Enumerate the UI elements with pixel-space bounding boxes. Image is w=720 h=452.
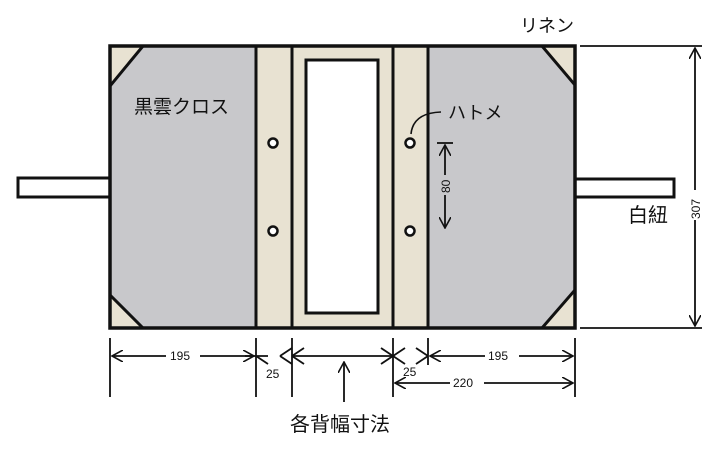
eyelet-icon	[404, 137, 416, 149]
tie-label: 白紐	[628, 203, 668, 227]
eyelet-icon	[267, 137, 279, 149]
dim-eyelet-spacing: 80	[439, 179, 453, 193]
linen-label: リネン	[520, 16, 574, 37]
dim-right-board: 195	[488, 349, 508, 363]
cover-outline	[108, 44, 577, 330]
eyelet-icon	[267, 225, 279, 237]
eyelet-label: ハトメ	[448, 103, 503, 124]
eyelet-leader	[410, 111, 442, 135]
dim-right-hinge: 25	[403, 365, 417, 379]
dim-left-board: 195	[170, 349, 190, 363]
dim-left-hinge: 25	[266, 367, 280, 381]
eyelet-icon	[404, 225, 416, 237]
dim-right-total: 220	[453, 376, 473, 390]
spine-window	[304, 58, 380, 315]
cover-cloth-label: 黒雲クロス	[134, 96, 229, 118]
spine-width-note: 各背幅寸法	[290, 412, 390, 436]
dim-height: 307	[689, 199, 703, 219]
left-cloth-panel	[108, 44, 258, 330]
